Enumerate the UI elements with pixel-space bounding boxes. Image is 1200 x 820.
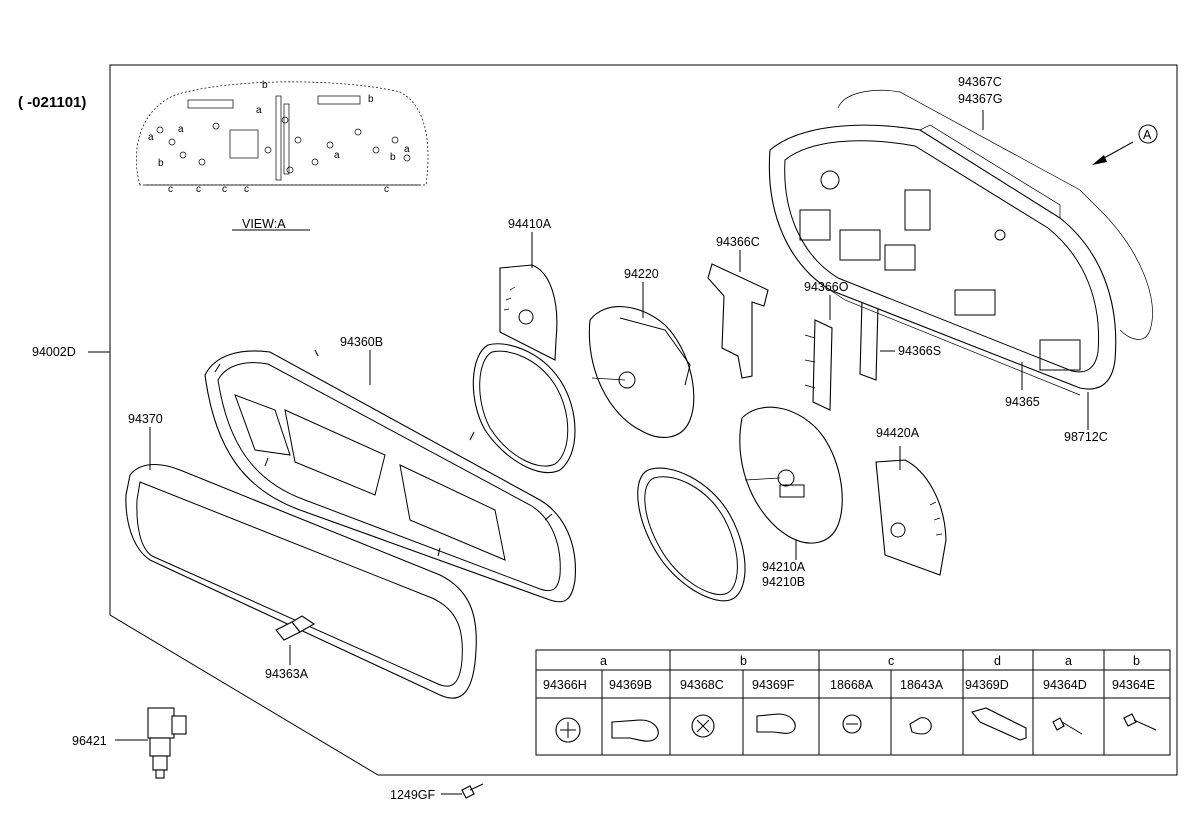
view-letter-b: b [158,158,164,169]
view-label: VIEW:A [242,217,286,231]
gauge-ring-lower [637,467,746,602]
label-94210A: 94210A [762,560,806,574]
view-letter-b: b [262,80,268,91]
arrow-letter: A [1143,128,1152,142]
label-94365: 94365 [1005,395,1040,409]
view-letter-b: b [390,152,396,163]
view-letter-a: a [148,132,154,143]
label-94370: 94370 [128,412,163,426]
gauge-94420A [875,459,947,576]
legend-group: c [888,654,894,668]
tachometer-94220 [588,306,695,438]
label-94210B: 94210B [762,575,805,589]
legend-group: d [994,654,1001,668]
gauge-94410A [499,264,558,361]
view-letter-c: c [384,184,389,195]
label-94410A: 94410A [508,217,552,231]
speedometer-94210 [739,406,843,544]
label-94002D: 94002D [32,345,76,359]
label-94220: 94220 [624,267,659,281]
legend-table: a b c d a b 94366H 94369B 94368C 94369F … [535,649,1171,756]
assembly-frame [109,64,1178,776]
legend-part: 94364E [1112,678,1155,692]
legend-part: 94369F [752,678,795,692]
legend-group: b [1133,654,1140,668]
label-94363A: 94363A [265,667,309,681]
view-letter-a: a [256,105,262,116]
label-94366S: 94366S [898,344,941,358]
label-94366C: 94366C [716,235,760,249]
clip-94363A [275,615,316,641]
view-arrow-a: A [1092,124,1158,165]
bezel-94360B [204,349,576,603]
view-letter-a: a [178,124,184,135]
sensor-96421 [147,707,187,779]
view-letter-c: c [196,184,201,195]
label-96421: 96421 [72,734,107,748]
label-94367C: 94367C [958,75,1002,89]
legend-part: 94369D [965,678,1009,692]
view-letter-a: a [404,144,410,155]
bracket-94366O [804,319,833,411]
legend-part: 18668A [830,678,874,692]
view-a-diagram: a a a a a b b b b c c c c c VIEW:A [136,80,429,231]
label-94367G: 94367G [958,92,1002,106]
back-cover-94367 [837,89,1153,340]
legend-group: a [1065,654,1072,668]
legend-group: b [740,654,747,668]
label-1249GF: 1249GF [390,788,436,802]
legend-part: 94368C [680,678,724,692]
strip-94366C [707,263,769,379]
legend-part: 94369B [609,678,652,692]
legend-part-icons [555,707,1157,743]
view-letter-c: c [222,184,227,195]
screw-1249GF [461,783,484,799]
legend-part: 94366H [543,678,587,692]
view-letter-c: c [168,184,173,195]
label-98712C: 98712C [1064,430,1108,444]
gauge-ring-upper [472,343,576,474]
legend-part: 94364D [1043,678,1087,692]
label-94366O: 94366O [804,280,849,294]
label-94420A: 94420A [876,426,920,440]
view-letter-a: a [334,150,340,161]
variant-code: ( -021101) [18,94,86,111]
view-letter-b: b [368,94,374,105]
main-case-94365 [768,124,1117,396]
label-94360B: 94360B [340,335,383,349]
view-letter-c: c [244,184,249,195]
leader-lines [88,110,1089,795]
legend-part: 18643A [900,678,944,692]
legend-group: a [600,654,607,668]
front-lens-94370 [125,464,477,699]
